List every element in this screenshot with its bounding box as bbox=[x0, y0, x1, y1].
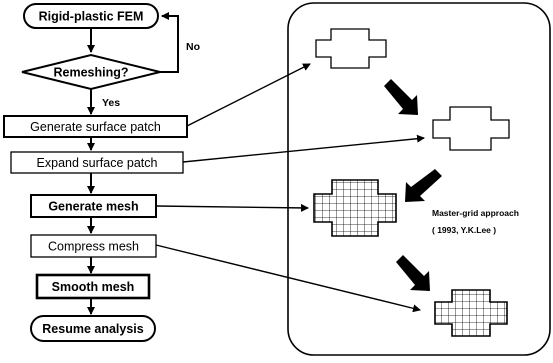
step-1-label: Generate surface patch bbox=[30, 120, 161, 134]
master-grid-note: Master-grid approach bbox=[432, 208, 519, 218]
connector-step3 bbox=[155, 203, 309, 212]
connector-arrows bbox=[155, 63, 425, 313]
illustration-frame bbox=[287, 2, 551, 356]
no-label: No bbox=[186, 41, 200, 53]
step-2-label: Expand surface patch bbox=[37, 156, 158, 170]
decision-label: Remeshing? bbox=[53, 66, 128, 80]
end-label: Resume analysis bbox=[42, 322, 143, 336]
step-generate-surface-patch bbox=[3, 115, 188, 138]
master-grid-mesh bbox=[313, 179, 397, 237]
step-smooth-mesh bbox=[35, 273, 151, 300]
connector-step1 bbox=[186, 63, 311, 127]
transition-arrow-3 bbox=[396, 255, 430, 291]
start-label: Rigid-plastic FEM bbox=[39, 10, 144, 24]
step-expand-surface-patch bbox=[10, 151, 184, 174]
transition-arrow-2 bbox=[405, 169, 442, 202]
connector-step2 bbox=[182, 134, 425, 163]
illustration-panel: Master-grid approach ( 1993, Y.K.Lee ) bbox=[287, 2, 551, 356]
expanded-patch-shape bbox=[432, 106, 510, 151]
step-3-label: Generate mesh bbox=[48, 200, 138, 214]
surface-patch-shape bbox=[315, 28, 387, 69]
end-terminator bbox=[30, 315, 156, 342]
step-5-label: Smooth mesh bbox=[52, 280, 135, 294]
transition-arrow-1 bbox=[384, 79, 418, 115]
master-grid-citation: ( 1993, Y.K.Lee ) bbox=[432, 225, 496, 235]
no-loop-line bbox=[160, 12, 179, 73]
flowchart: Rigid-plastic FEM Remeshing? No Yes Gene… bbox=[3, 3, 200, 342]
yes-label: Yes bbox=[102, 97, 120, 109]
step-4-label: Compress mesh bbox=[48, 240, 139, 254]
step-compress-mesh bbox=[30, 234, 157, 258]
smoothed-mesh bbox=[434, 289, 508, 337]
